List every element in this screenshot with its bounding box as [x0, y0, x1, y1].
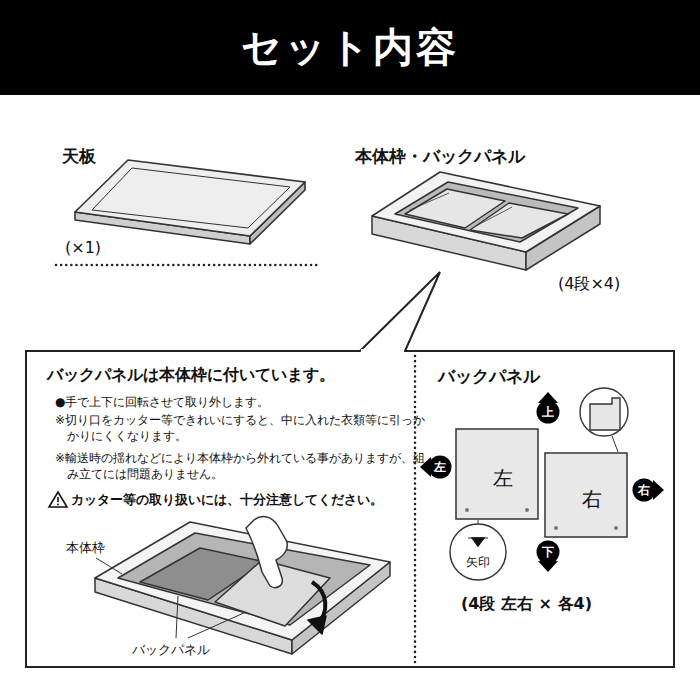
back-panel: 右 [544, 452, 640, 546]
callout-heading: バックパネルは本体枠に付いています。 [47, 364, 427, 386]
warning-icon [49, 492, 67, 507]
panel-side: 右 [544, 452, 640, 546]
part-label: (4段×4) [558, 274, 620, 293]
title-band: セット内容 [0, 0, 700, 95]
callout-note: ●手で上下に回転させて取り外します。 [55, 394, 415, 410]
part-label: (4段 左右 × 各4) [461, 594, 592, 613]
panel-side: 左 [455, 428, 551, 528]
direction-arrow: 下 [536, 540, 560, 572]
arrow-label: 左 [429, 456, 451, 478]
part-label: バックパネル [132, 642, 210, 658]
part-label: バックパネル [438, 366, 540, 386]
part-label: 本体枠・バックパネル [355, 146, 525, 166]
arrow-label: 上 [537, 401, 559, 423]
callout-box: バックパネルは本体枠に付いています。 ●手で上下に回転させて取り外します。 ※切り口… [25, 350, 675, 668]
frame-illustration [372, 172, 600, 270]
direction-arrow: 右 [632, 478, 664, 502]
part-label: 矢印 [466, 555, 490, 569]
direction-arrow: 左 [420, 455, 452, 479]
arrow-label: 右 [633, 479, 655, 501]
arrow-label: 下 [537, 541, 559, 563]
callout-note: ※切り口をカッター等できれいにすると、中に入れた衣類等に引っかかりにくくなります… [55, 412, 427, 444]
dotted-separator [56, 264, 318, 267]
top-board [75, 160, 305, 244]
callout-note: カッター等の取り扱いには、十分注意してください。 [71, 491, 421, 509]
part-label: (×1) [65, 238, 101, 257]
title: セット内容 [241, 20, 459, 75]
direction-arrow: 上 [536, 392, 560, 424]
part-label: 本体枠 [66, 540, 105, 556]
back-panel: 左 [455, 428, 551, 528]
callout-note: ※輸送時の揺れなどにより本体枠から外れている事がありますが、組み立てには問題あり… [55, 450, 427, 482]
part-label: 天板 [62, 146, 96, 166]
removal-illustration [95, 517, 390, 654]
